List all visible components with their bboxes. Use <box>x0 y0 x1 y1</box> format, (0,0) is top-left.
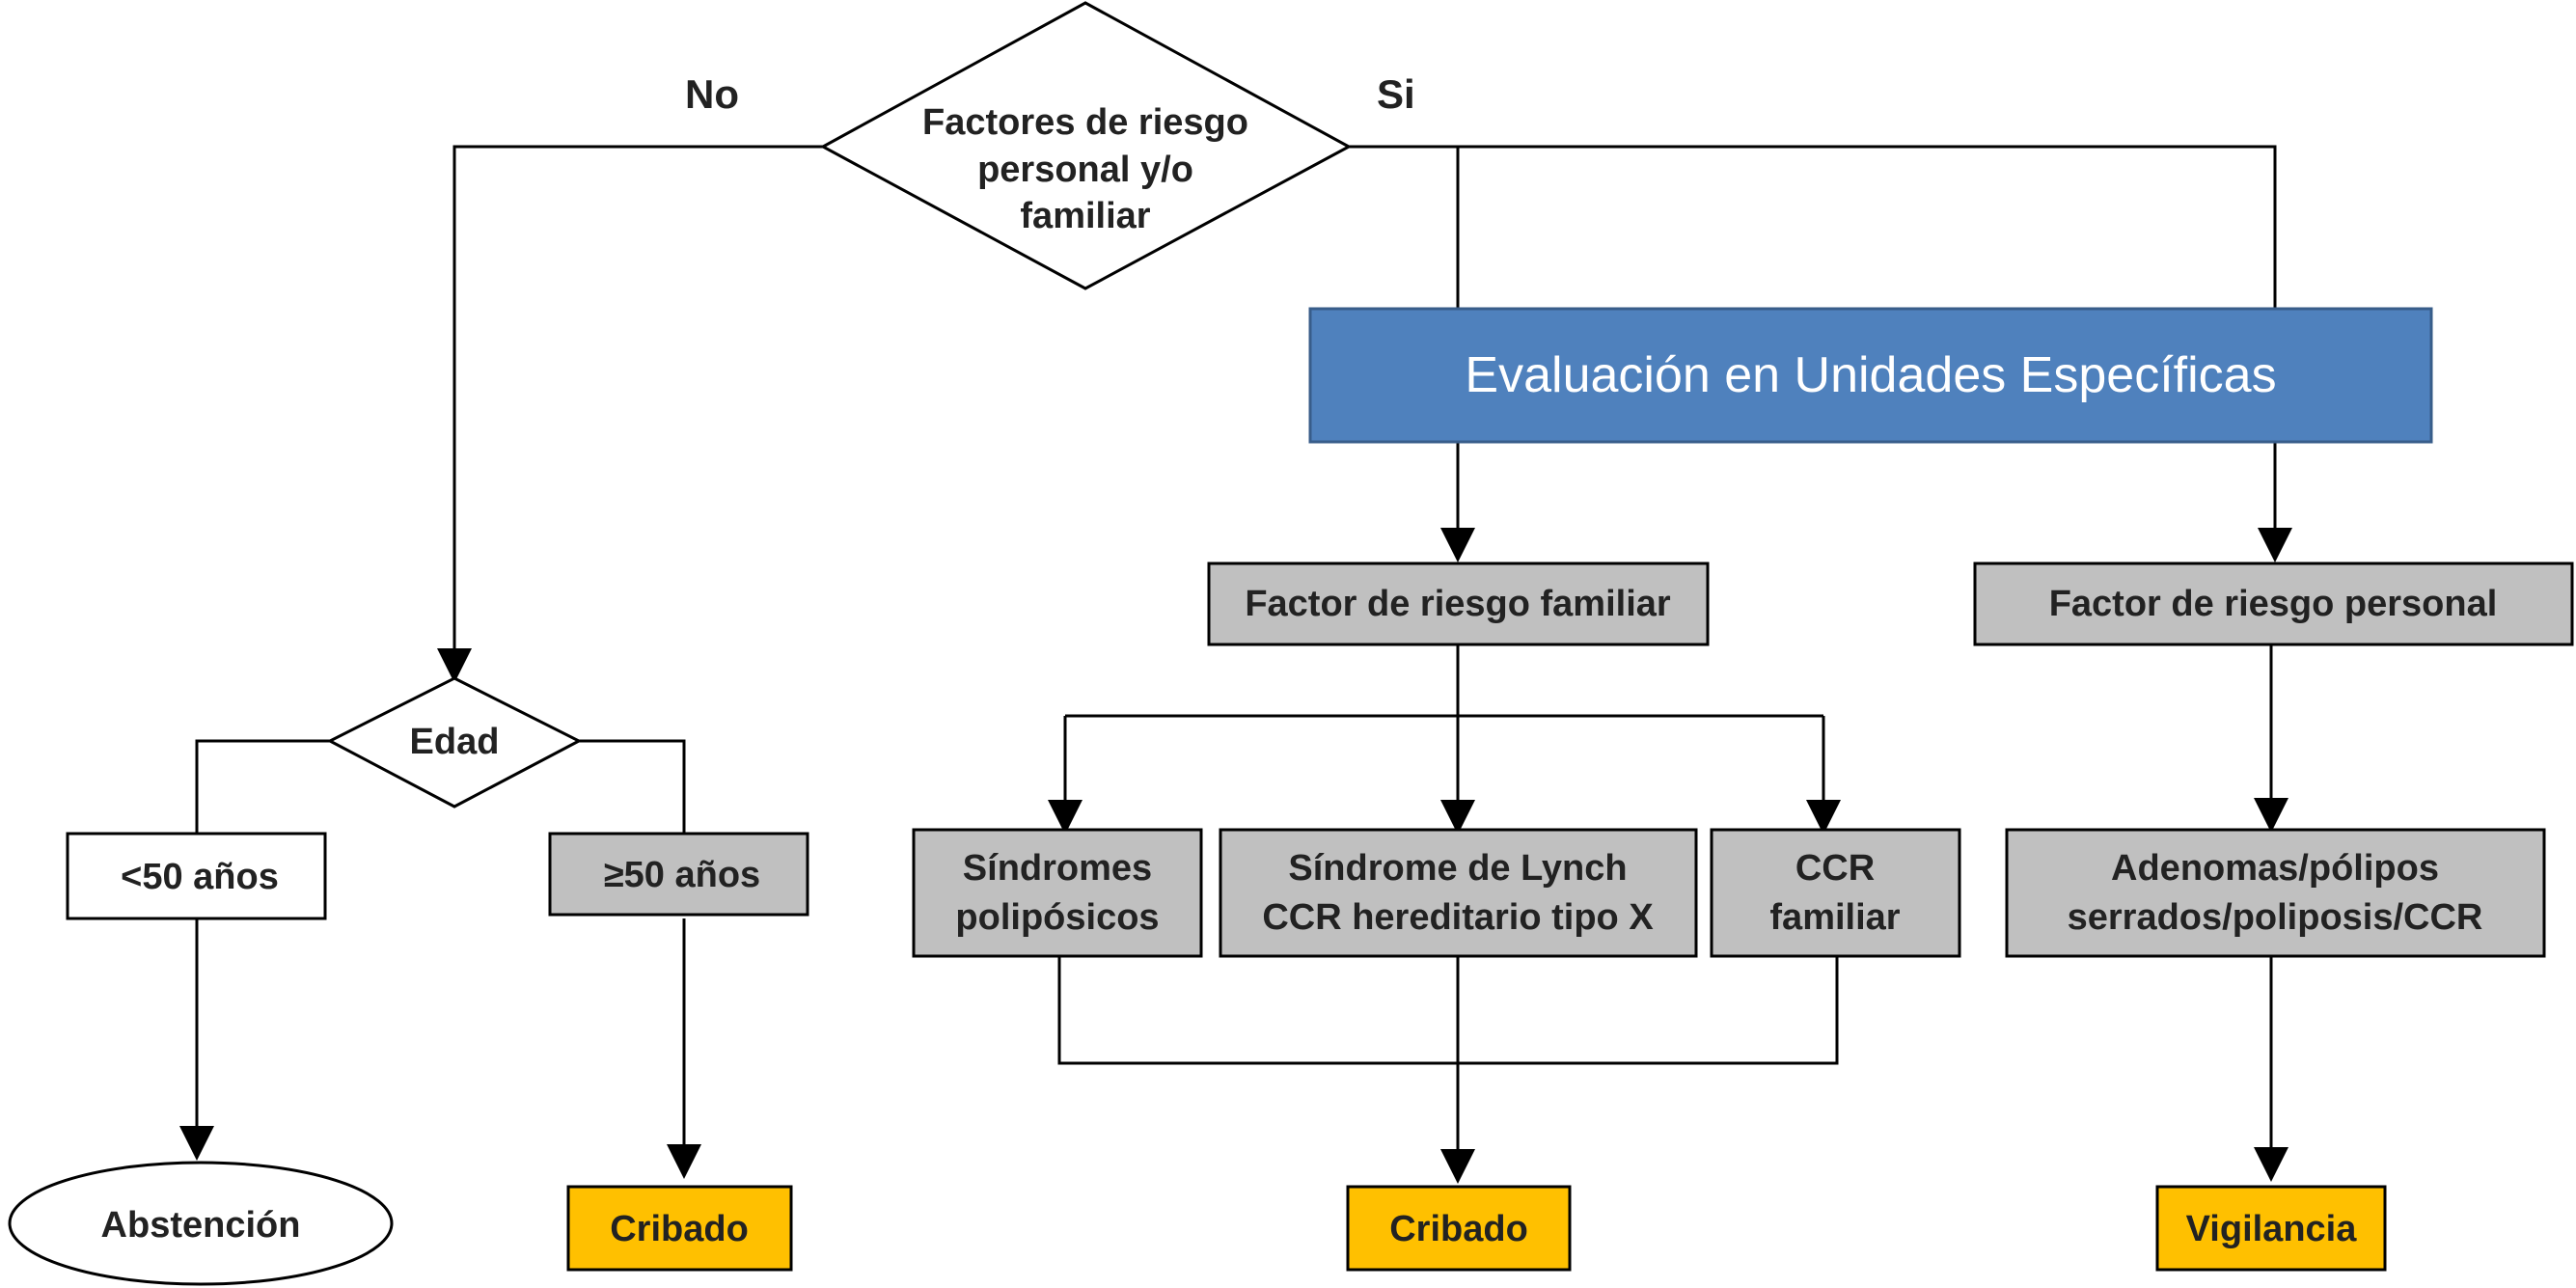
age-label: Edad <box>410 722 500 762</box>
lynch-line-1: Síndrome de Lynch <box>1288 848 1627 889</box>
edge-si-branch <box>1349 145 2277 309</box>
evaluation-node: Evaluación en Unidades Específicas <box>1308 307 2433 444</box>
lynch-line-2: CCR hereditario tipo X <box>1262 897 1654 938</box>
risk-decision-line-1: Factores de riesgo <box>922 102 1248 143</box>
screening-left-node: Cribado <box>566 1185 793 1272</box>
polyposis-syndromes-node: Síndromes polipósicos <box>912 828 1203 958</box>
connector-lines <box>179 145 2292 1184</box>
polyposis-line-1: Síndromes <box>963 848 1152 889</box>
familial-ccr-node: CCR familiar <box>1710 828 1961 958</box>
lynch-node: Síndrome de Lynch CCR hereditario tipo X <box>1219 828 1698 958</box>
risk-decision-line-3: familiar <box>1020 196 1150 236</box>
si-label: Si <box>1377 71 1415 117</box>
under-50-label: <50 años <box>121 857 279 897</box>
edge-polyposis-merge <box>1057 956 1839 1065</box>
family-risk-label: Factor de riesgo familiar <box>1245 584 1671 624</box>
family-risk-node: Factor de riesgo familiar <box>1207 562 1710 646</box>
familial-ccr-line-1: CCR <box>1795 848 1875 889</box>
adenomas-line-1: Adenomas/pólipos <box>2111 848 2439 889</box>
edge-age-right <box>579 739 686 834</box>
adenomas-line-2: serrados/poliposis/CCR <box>2068 897 2483 938</box>
under-50-node: <50 años <box>66 832 327 920</box>
age-decision-node: Edad <box>326 676 583 808</box>
risk-decision-node: Factores de riesgo personal y/o familiar <box>819 1 1353 290</box>
no-label: No <box>685 71 739 117</box>
screening-middle-node: Cribado <box>1346 1185 1572 1272</box>
personal-risk-label: Factor de riesgo personal <box>2049 584 2498 624</box>
over-50-node: ≥50 años <box>548 832 809 917</box>
familial-ccr-line-2: familiar <box>1769 897 1900 938</box>
abstention-node: Abstención <box>8 1161 394 1286</box>
edge-age-left <box>195 739 330 834</box>
over-50-label: ≥50 años <box>604 855 760 895</box>
surveillance-node: Vigilancia <box>2155 1185 2387 1272</box>
screening-middle-label: Cribado <box>1389 1209 1528 1249</box>
screening-left-label: Cribado <box>610 1209 749 1249</box>
abstention-label: Abstención <box>101 1205 301 1246</box>
polyposis-line-2: polipósicos <box>955 897 1159 938</box>
adenomas-node: Adenomas/pólipos serrados/poliposis/CCR <box>2005 828 2546 958</box>
evaluation-label: Evaluación en Unidades Específicas <box>1465 347 2276 403</box>
personal-risk-node: Factor de riesgo personal <box>1973 562 2574 646</box>
edge-no-branch <box>437 145 823 683</box>
risk-decision-line-2: personal y/o <box>977 150 1193 190</box>
surveillance-label: Vigilancia <box>2186 1209 2358 1249</box>
